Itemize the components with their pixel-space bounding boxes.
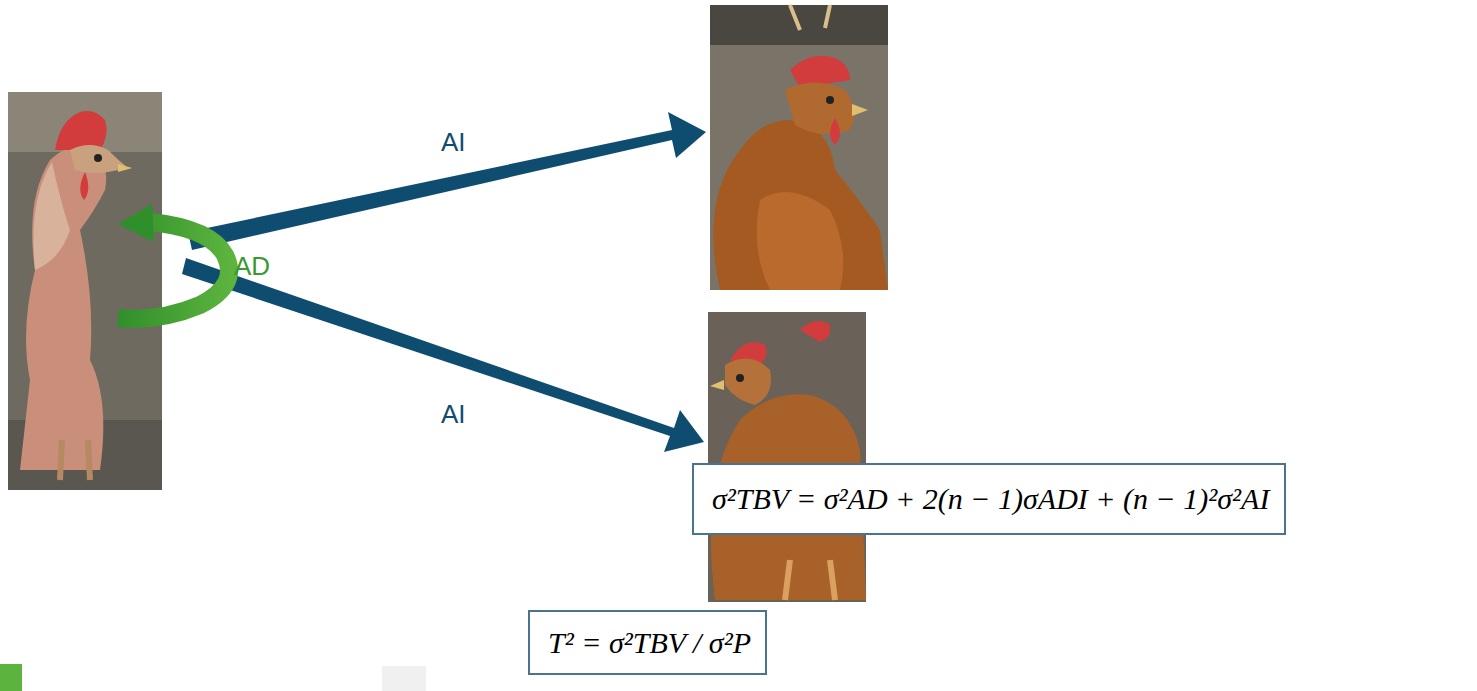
formula-box: T² = σ²TBV / σ²P bbox=[528, 610, 767, 675]
direct-effect-arrow bbox=[118, 204, 229, 319]
arrow-label: AI bbox=[441, 400, 466, 429]
arrow-label: AD bbox=[234, 252, 270, 281]
hen-photo bbox=[708, 312, 866, 602]
arrow-label: AI bbox=[441, 128, 466, 157]
formula-text: T² = σ²TBV / σ²P bbox=[548, 625, 765, 661]
corner-mark bbox=[0, 664, 22, 691]
formula-box: σ²TBV = σ²AD + 2(n − 1)σADI + (n − 1)²σ²… bbox=[692, 463, 1286, 535]
hen-photo bbox=[710, 5, 888, 290]
corner-mark bbox=[382, 666, 426, 691]
influence-arrow bbox=[182, 112, 706, 452]
formula-text: σ²TBV = σ²AD + 2(n − 1)σADI + (n − 1)²σ²… bbox=[712, 481, 1284, 517]
hen-photo bbox=[8, 92, 162, 490]
